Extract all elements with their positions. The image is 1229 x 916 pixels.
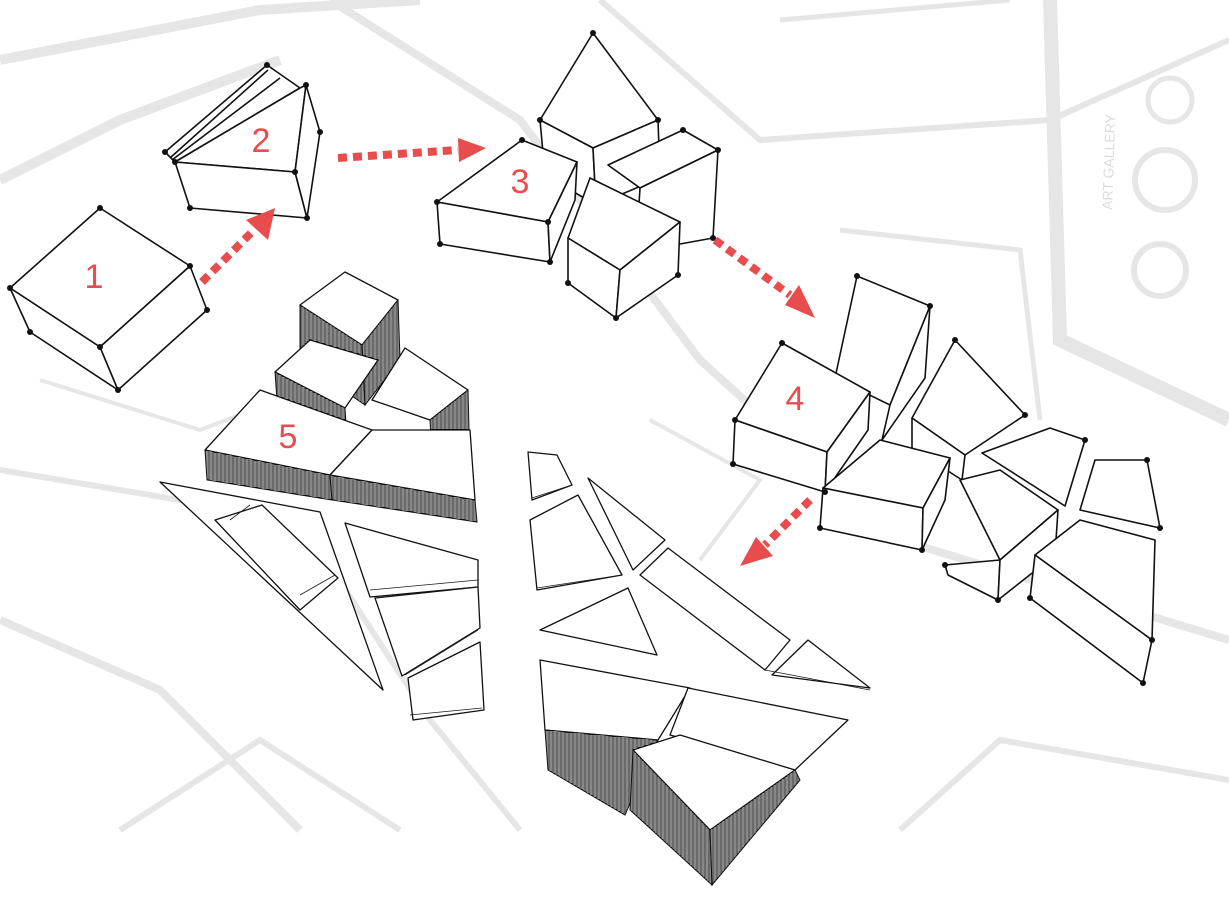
background-gallery-text: ART GALLERY — [1099, 113, 1118, 210]
stage-1-block — [7, 205, 210, 393]
arrow-3-to-4 — [715, 240, 815, 318]
stage-5-plates-left — [160, 482, 484, 720]
stage-3-blocks — [434, 30, 721, 321]
stage-number-2: 2 — [252, 122, 271, 160]
arrow-1-to-2 — [202, 208, 275, 282]
stage-5-masses — [205, 272, 477, 522]
stage-number-4: 4 — [786, 380, 805, 418]
stage-number-5: 5 — [279, 418, 298, 456]
arrow-4-to-5 — [740, 500, 810, 566]
stage-number-1: 1 — [85, 258, 104, 296]
arrow-2-to-3 — [338, 138, 486, 162]
stage-2-block — [162, 62, 323, 221]
stage-4-blocks — [730, 273, 1163, 686]
stage-5-plates-right — [528, 452, 870, 885]
stage-number-3: 3 — [511, 163, 530, 201]
